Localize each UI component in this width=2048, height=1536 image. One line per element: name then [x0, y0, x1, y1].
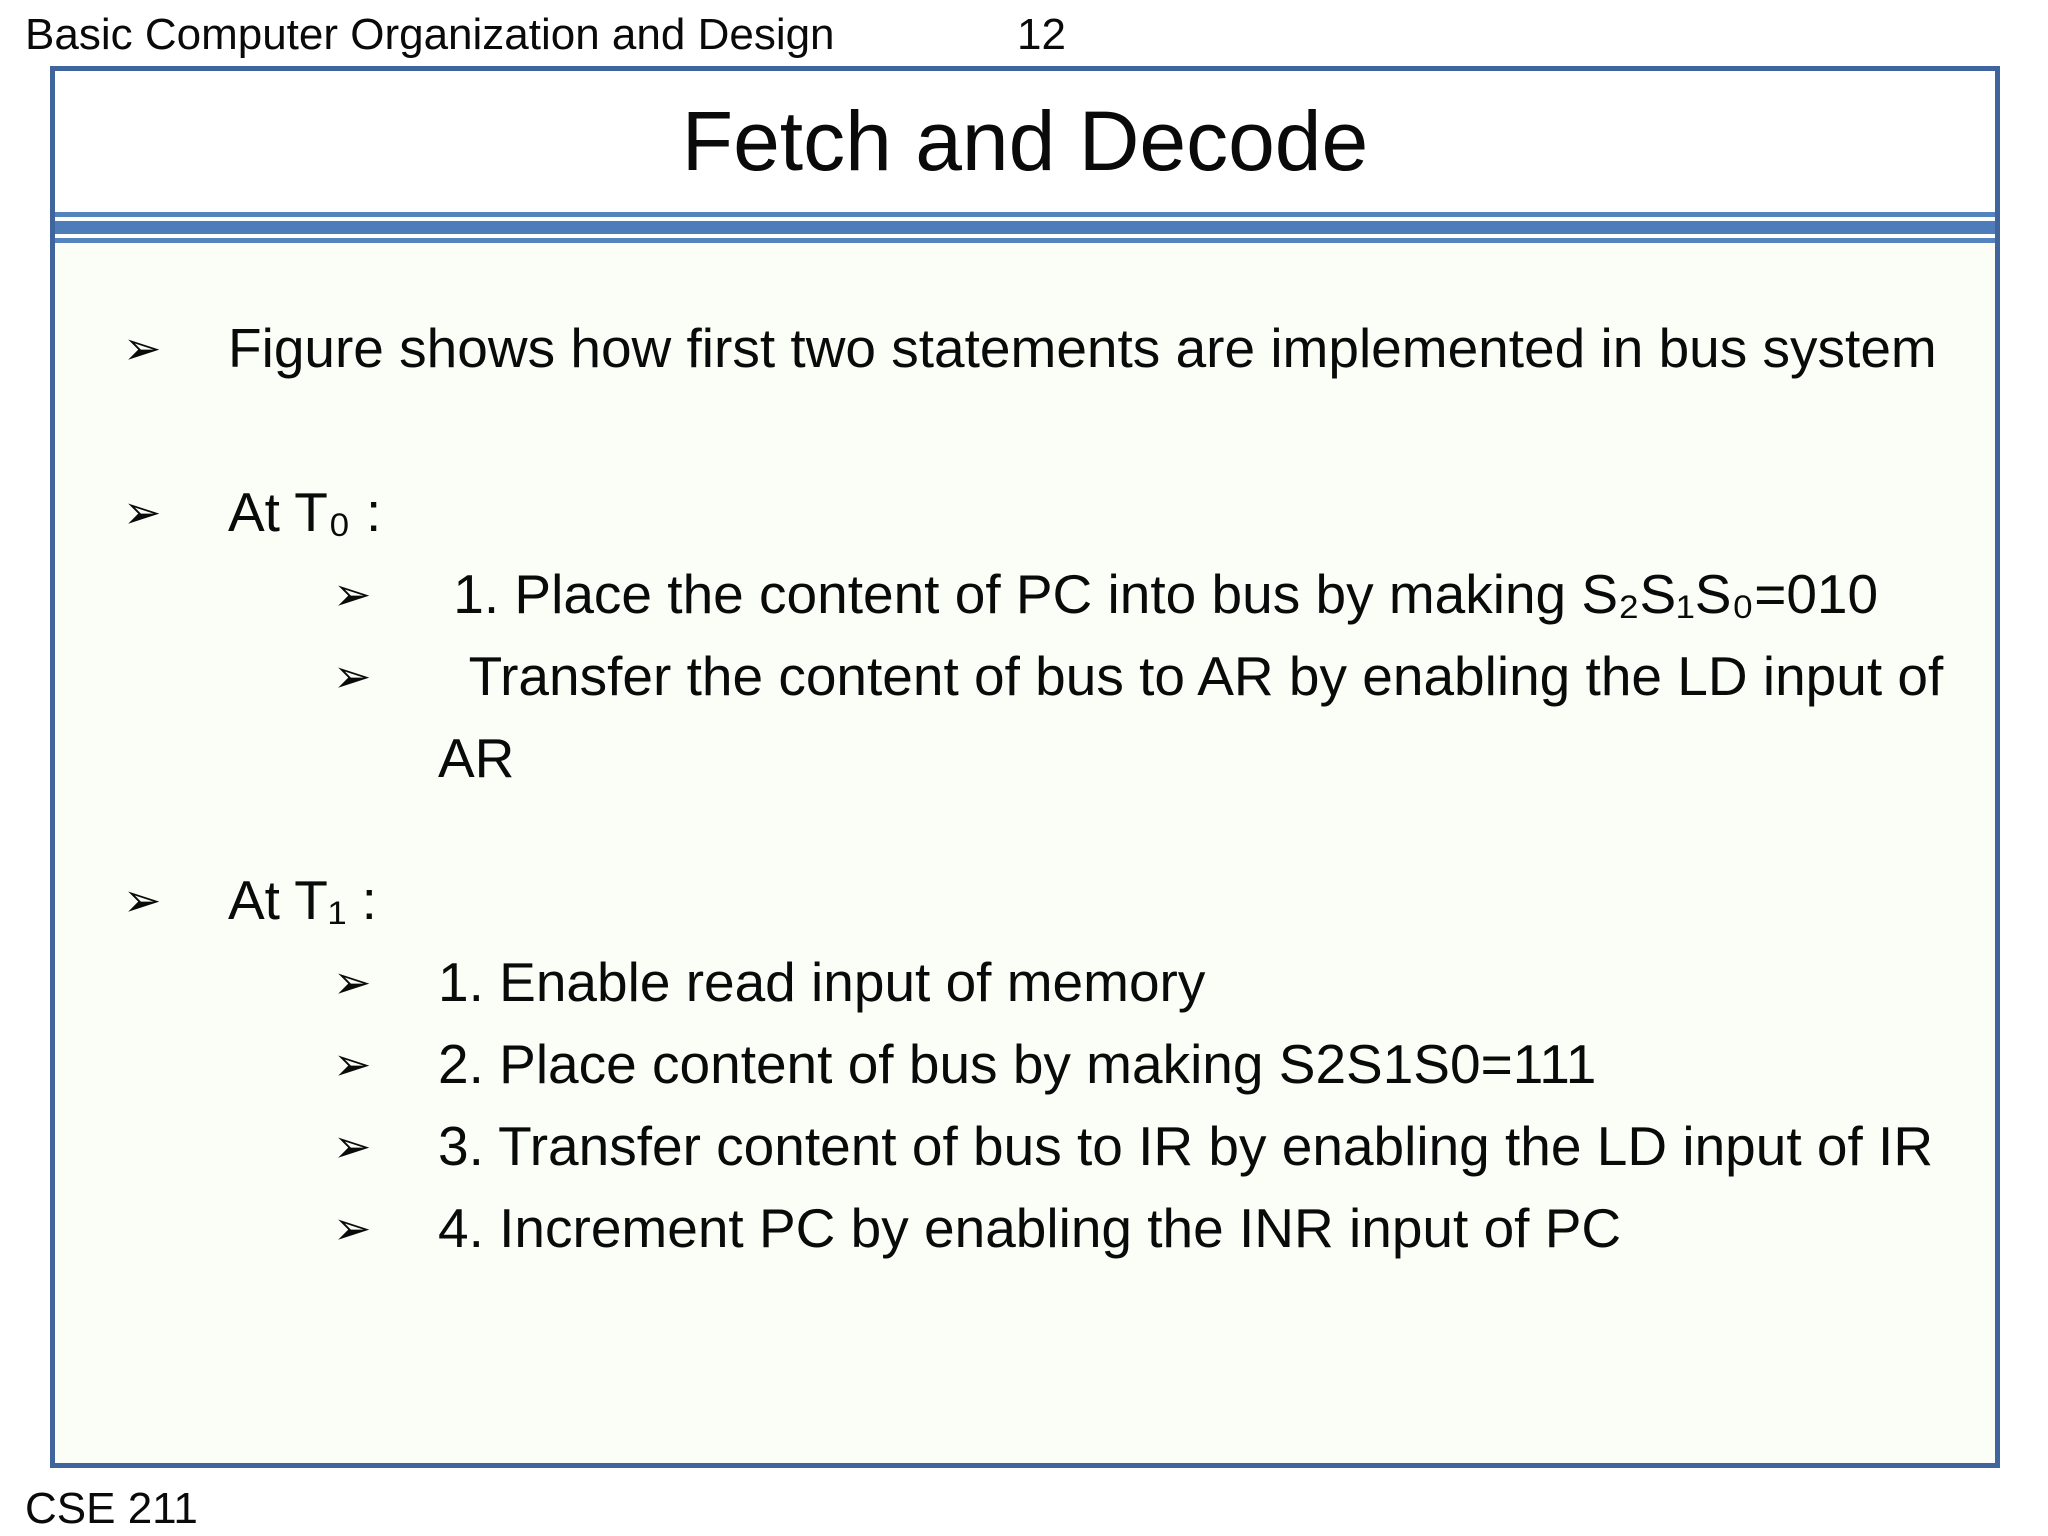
slide-frame: Fetch and Decode ➢ Figure shows how firs… [50, 66, 2000, 1468]
content-sub-bullet: ➢ 1. Enable read input of memory [55, 941, 1995, 1023]
bullet-text: Figure shows how first two statements ar… [228, 317, 1937, 379]
slide-title: Fetch and Decode [681, 94, 1369, 188]
bullet-text: 1. Enable read input of memory [438, 951, 1206, 1013]
title-row: Fetch and Decode [55, 71, 1995, 212]
header-bar: Basic Computer Organization and Design 1… [25, 10, 2048, 210]
arrow-bullet-icon: ➢ [123, 873, 162, 927]
content-sub-bullet: ➢ 1. Place the content of PC into bus by… [55, 553, 1995, 635]
content-bullet: ➢ At T₀ : [55, 471, 1995, 553]
footer-course-code: CSE 211 [25, 1484, 198, 1533]
content-bullet: ➢ At T₁ : [55, 859, 1995, 941]
bullet-text: 2. Place content of bus by making S2S1S0… [438, 1033, 1597, 1095]
arrow-bullet-icon: ➢ [333, 649, 372, 703]
bullet-text: 1. Place the content of PC into bus by m… [438, 563, 1879, 625]
arrow-bullet-icon: ➢ [333, 955, 372, 1009]
bullet-text: At T₀ : [228, 481, 382, 543]
bullet-text: At T₁ : [228, 869, 377, 931]
content-sub-bullet: ➢ 2. Place content of bus by making S2S1… [55, 1023, 1995, 1105]
slide-body: ➢ Figure shows how first two statements … [55, 243, 1995, 1463]
content-sub-bullet: ➢ 4. Increment PC by enabling the INR in… [55, 1187, 1995, 1269]
arrow-bullet-icon: ➢ [333, 1037, 372, 1091]
header-course-title: Basic Computer Organization and Design [25, 10, 835, 59]
content-bullet: ➢ Figure shows how first two statements … [55, 307, 1995, 389]
bullet-text: Transfer the content of bus to AR by ena… [438, 645, 1944, 789]
separator-line-middle [55, 221, 1995, 234]
arrow-bullet-icon: ➢ [333, 1201, 372, 1255]
content-sub-bullet: ➢ Transfer the content of bus to AR by e… [55, 635, 1995, 799]
content-sub-bullet: ➢ 3. Transfer content of bus to IR by en… [55, 1105, 1995, 1187]
arrow-bullet-icon: ➢ [333, 567, 372, 621]
arrow-bullet-icon: ➢ [123, 321, 162, 375]
bullet-text: 3. Transfer content of bus to IR by enab… [438, 1115, 1934, 1177]
separator-line-top [55, 212, 1995, 217]
arrow-bullet-icon: ➢ [333, 1119, 372, 1173]
bullet-text: 4. Increment PC by enabling the INR inpu… [438, 1197, 1622, 1259]
arrow-bullet-icon: ➢ [123, 485, 162, 539]
title-separator [55, 212, 1995, 243]
page-number: 12 [1017, 10, 1066, 59]
separator-line-bottom [55, 238, 1995, 243]
